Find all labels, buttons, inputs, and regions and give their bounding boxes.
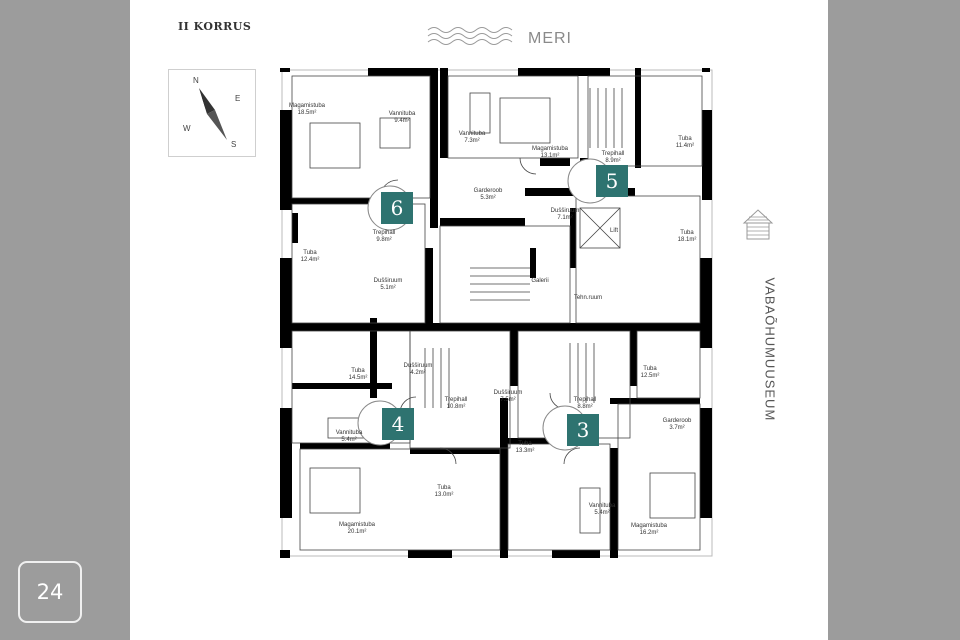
apartment-badge-4[interactable]: 4 (382, 408, 414, 440)
compass-west: W (183, 124, 191, 133)
floor-title: II KORRUS (178, 20, 252, 33)
compass-east: E (235, 94, 241, 103)
apartment-badge-5[interactable]: 5 (596, 165, 628, 197)
apartment-badge-3[interactable]: 3 (567, 414, 599, 446)
site-logo[interactable]: 24 (18, 561, 82, 623)
floor-plan-drawing (280, 68, 713, 558)
compass-needle-icon (199, 88, 227, 140)
apartment-badge-6[interactable]: 6 (381, 192, 413, 224)
sea-waves-icon (427, 27, 513, 45)
museum-label: VABAÕHUMUUSEUM (762, 277, 778, 422)
compass-north: N (193, 76, 199, 85)
room-lift: Lift (609, 228, 619, 234)
room-tehn-ruum: Tehn.ruum (573, 295, 603, 301)
compass: N E S W (168, 69, 256, 157)
museum-building-icon (742, 209, 774, 240)
room-galerii: Galerii (531, 278, 549, 284)
sea-label: MERI (528, 30, 572, 47)
compass-south: S (231, 140, 237, 149)
floor-plan-sheet: II KORRUS MERI N E S W VABAÕHUMUUSEUM (130, 0, 828, 640)
